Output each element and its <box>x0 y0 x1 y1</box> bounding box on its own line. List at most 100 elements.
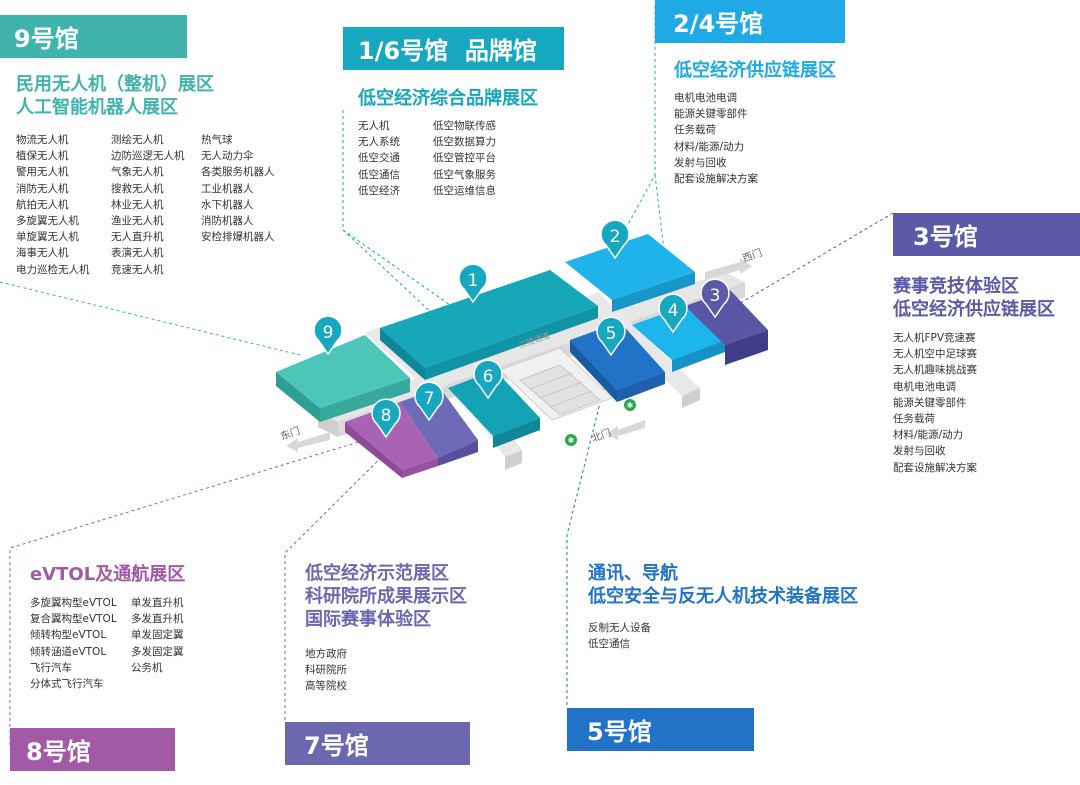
list-item: 无人动力伞 <box>201 150 254 163</box>
hall-16-tab[interactable]: 1/6号馆 品牌馆 <box>343 27 564 70</box>
map-pin-label: 5 <box>606 324 617 344</box>
list-item: 多旋翼无人机 <box>16 215 79 228</box>
hall-3-heading-line: 低空经济供应链展区 <box>893 299 1055 320</box>
hall-1-block[interactable] <box>380 270 598 380</box>
map-pin-7[interactable]: 7 <box>414 381 444 422</box>
list-item: 倾转涵道eVTOL <box>30 645 107 658</box>
list-item: 航拍无人机 <box>16 198 69 211</box>
map-pin-4[interactable]: 4 <box>658 293 688 334</box>
gate-east-label: 东门 <box>279 424 302 443</box>
hall-2-block[interactable] <box>565 234 695 312</box>
list-item: 低空经济 <box>358 184 400 197</box>
map-pin-8[interactable]: 8 <box>371 398 401 439</box>
list-item: 多发固定翼 <box>131 645 184 658</box>
hall-5-heading-line: 低空安全与反无人机技术装备展区 <box>588 586 858 607</box>
map-pin-label: 6 <box>483 367 494 387</box>
gate-west[interactable]: 西门 <box>705 246 764 280</box>
hall-9-heading: 民用无人机（整机）展区 人工智能机器人展区 <box>16 73 214 119</box>
map-pin-label: 1 <box>468 271 479 291</box>
leader-line-9 <box>0 281 301 356</box>
hall-8-heading: eVTOL及通航展区 <box>30 564 186 585</box>
hall-7-tab[interactable]: 7号馆 <box>285 722 470 765</box>
map-pin-2[interactable]: 2 <box>600 219 630 260</box>
list-item: 边防巡逻无人机 <box>111 150 185 163</box>
list-item: 低空数据算力 <box>433 136 496 149</box>
hall-3-tab[interactable]: 3号馆 <box>893 213 1080 256</box>
hall-8-block[interactable] <box>345 402 438 478</box>
list-item: 配套设施解决方案 <box>674 173 758 186</box>
entrance-icon: ✱ <box>624 399 636 411</box>
list-item: 消防无人机 <box>16 182 69 195</box>
list-item: 安检排爆机器人 <box>201 231 275 244</box>
list-item: 竞速无人机 <box>111 263 164 276</box>
list-item: 海事无人机 <box>16 247 69 260</box>
list-item: 低空通信 <box>358 168 400 181</box>
list-item: 单发直升机 <box>131 597 184 609</box>
map-pin-label: 4 <box>668 301 679 321</box>
hall-24-tab[interactable]: 2/4号馆 <box>655 0 845 43</box>
hall-24-heading: 低空经济供应链展区 <box>674 60 836 81</box>
list-item: 飞行汽车 <box>30 661 72 674</box>
list-item: 无人机 <box>358 120 390 132</box>
list-item: 电力巡检无人机 <box>16 263 90 276</box>
list-item: 分体式飞行汽车 <box>30 678 104 691</box>
hall-5-tab[interactable]: 5号馆 <box>567 708 754 751</box>
list-item: 警用无人机 <box>16 166 69 179</box>
list-item: 表演无人机 <box>111 247 164 260</box>
hall-9-block[interactable] <box>276 335 410 422</box>
list-item: 植保无人机 <box>16 150 69 163</box>
hall-9-title: 9号馆 <box>14 25 79 53</box>
leader-line-24a <box>614 5 656 249</box>
hall-5-block[interactable] <box>570 322 665 402</box>
list-item: 单旋翼无人机 <box>16 231 79 244</box>
map-pin-9[interactable]: 9 <box>313 315 343 356</box>
map-pin-5[interactable]: 5 <box>596 316 626 357</box>
leader-line-3 <box>714 212 894 319</box>
hall-9-tab[interactable]: 9号馆 <box>0 15 187 58</box>
hall-8-title: 8号馆 <box>26 738 91 766</box>
list-item: 复合翼构型eVTOL <box>30 613 117 626</box>
list-item: 科研院所 <box>305 664 347 677</box>
map-pin-3[interactable]: 3 <box>700 278 730 319</box>
hall-4-block[interactable] <box>632 306 725 372</box>
list-item: 低空交通 <box>358 152 400 165</box>
map-pin-label: 3 <box>710 286 721 306</box>
hall-16-list-col2: 低空物联传感低空数据算力低空管控平台低空气象服务低空运维信息 <box>433 118 496 199</box>
hall-5-title: 5号馆 <box>587 718 652 746</box>
hall-3-title: 3号馆 <box>913 223 978 251</box>
list-item: 单发固定翼 <box>131 629 184 642</box>
list-item: 材料/能源/动力 <box>893 429 964 442</box>
hall-7-title: 7号馆 <box>304 732 369 760</box>
gate-west-label: 西门 <box>741 246 764 265</box>
list-item: 搜救无人机 <box>111 182 164 195</box>
hall-8-list-col2: 单发直升机多发直升机单发固定翼多发固定翼公务机 <box>131 595 184 676</box>
hall-7-heading: 低空经济示范展区 科研院所成果展示区 国际赛事体验区 <box>305 562 467 631</box>
map-pin-label: 8 <box>381 406 392 426</box>
hall-5-heading-line: 通讯、导航 <box>588 563 678 584</box>
central-building <box>499 347 613 421</box>
list-item: 低空物联传感 <box>433 120 496 132</box>
hall-5-heading: 通讯、导航 低空安全与反无人机技术装备展区 <box>588 562 858 608</box>
list-item: 物流无人机 <box>16 134 69 146</box>
leader-line-5 <box>566 354 613 705</box>
map-pin-1[interactable]: 1 <box>458 263 488 304</box>
list-item: 水下机器人 <box>201 198 254 211</box>
hall-3-heading-line: 赛事竞技体验区 <box>893 276 1019 297</box>
list-item: 低空气象服务 <box>433 168 496 181</box>
list-item: 无人机FPV竞速赛 <box>893 332 976 344</box>
hall-16-list-col1: 无人机无人系统低空交通低空通信低空经济 <box>358 118 400 199</box>
map-pin-6[interactable]: 6 <box>473 359 503 400</box>
list-item: 倾转构型eVTOL <box>30 629 107 642</box>
list-item: 林业无人机 <box>111 198 164 211</box>
hall-9-heading-line: 民用无人机（整机）展区 <box>16 74 214 95</box>
list-item: 电机电池电调 <box>893 380 956 393</box>
gate-north[interactable]: 北门 <box>590 420 645 445</box>
list-item: 多发直升机 <box>131 613 184 626</box>
hall-7-list: 地方政府科研院所高等院校 <box>305 646 347 695</box>
list-item: 电机电池电调 <box>674 92 737 104</box>
hall-8-tab[interactable]: 8号馆 <box>10 728 175 771</box>
list-item: 任务载荷 <box>674 124 716 137</box>
hall-6-block[interactable] <box>448 370 540 448</box>
